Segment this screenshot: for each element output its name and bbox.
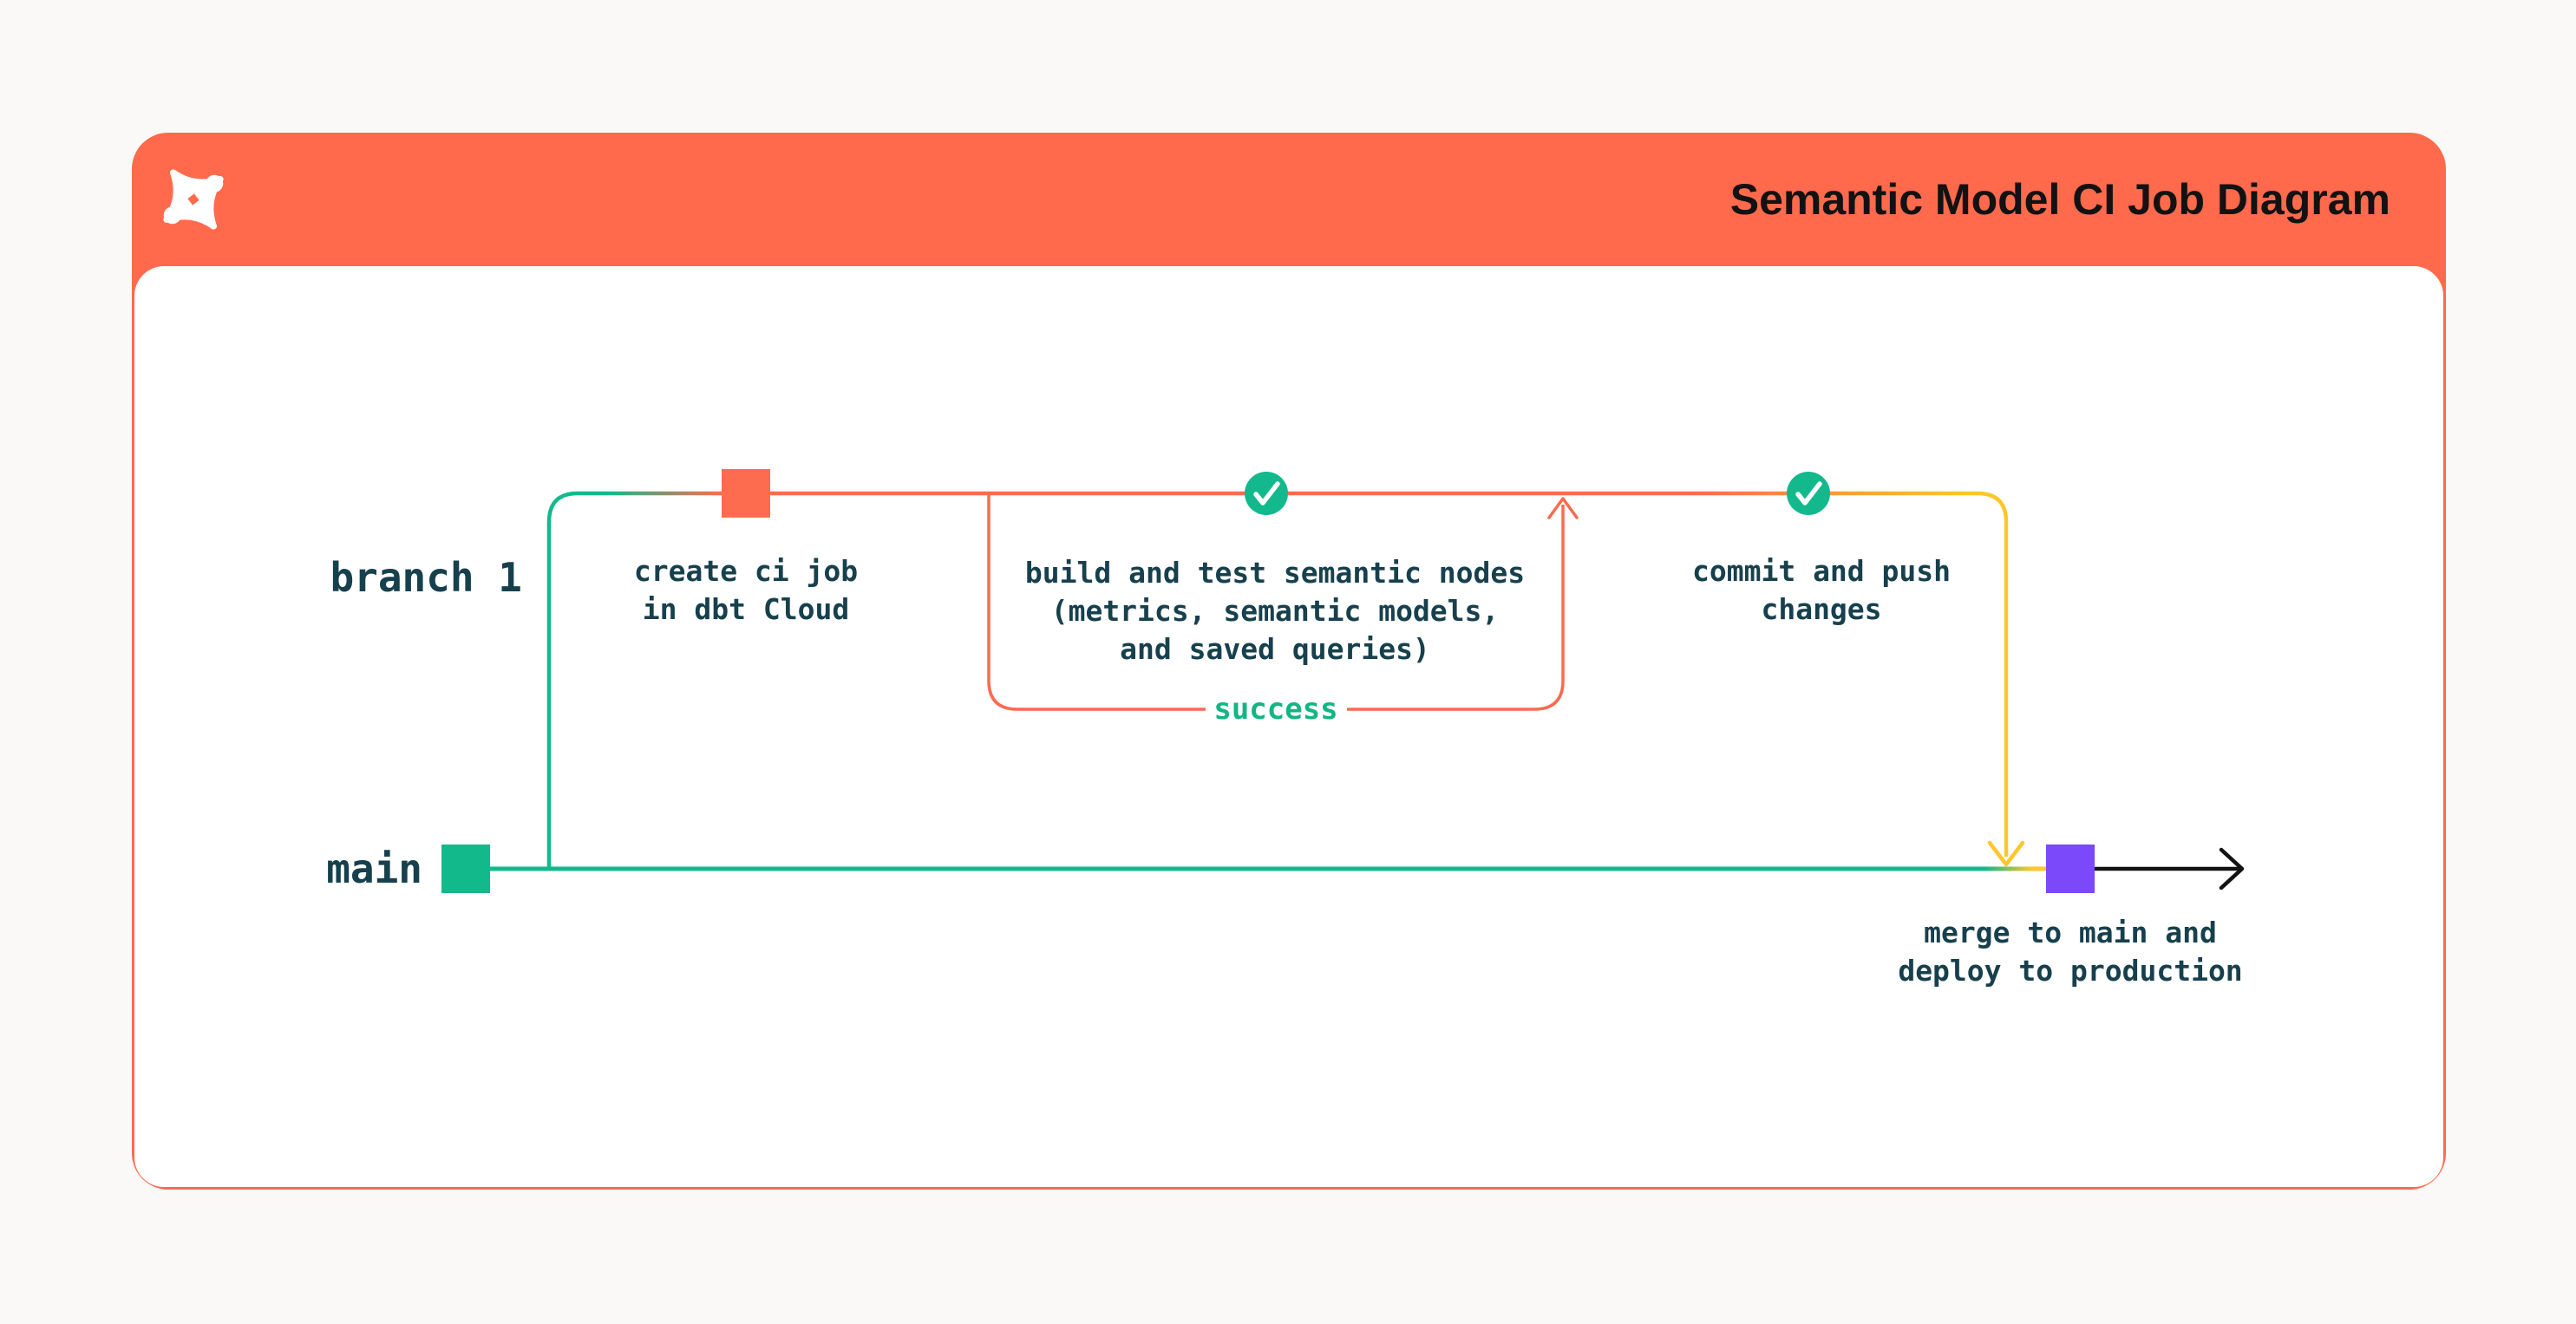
feature-branch-line: [546, 491, 2009, 869]
step-label-build-test: build and test semantic nodes (metrics, …: [1024, 556, 1526, 666]
step-label-merge-deploy: merge to main and deploy to production: [1898, 916, 2243, 988]
step-label-create-ci-job: create ci job in dbt Cloud: [633, 554, 859, 626]
build-test-check-icon: [1245, 472, 1288, 515]
branch-1-label: branch 1: [330, 554, 522, 601]
success-loop-arrowhead-icon: [1547, 497, 1579, 519]
merge-commit-square: [2046, 845, 2095, 893]
step-label-commit-push: commit and push changes: [1691, 554, 1952, 626]
diagram-canvas: [134, 266, 2443, 1187]
create-ci-job-commit-square: [722, 469, 770, 518]
card-header: Semantic Model CI Job Diagram: [132, 133, 2446, 266]
success-loop-line: [987, 493, 1565, 711]
main-label: main: [326, 845, 422, 892]
page-title: Semantic Model CI Job Diagram: [1729, 175, 2390, 224]
dbt-logo-icon: [163, 169, 224, 230]
production-arrowhead-icon: [2219, 847, 2245, 890]
main-commit-square: [441, 845, 490, 893]
commit-push-check-icon: [1787, 472, 1830, 515]
merge-arrowhead-icon: [1987, 840, 2025, 867]
diagram-card: Semantic Model CI Job Diagram: [132, 133, 2446, 1190]
success-label: success: [1213, 692, 1338, 727]
